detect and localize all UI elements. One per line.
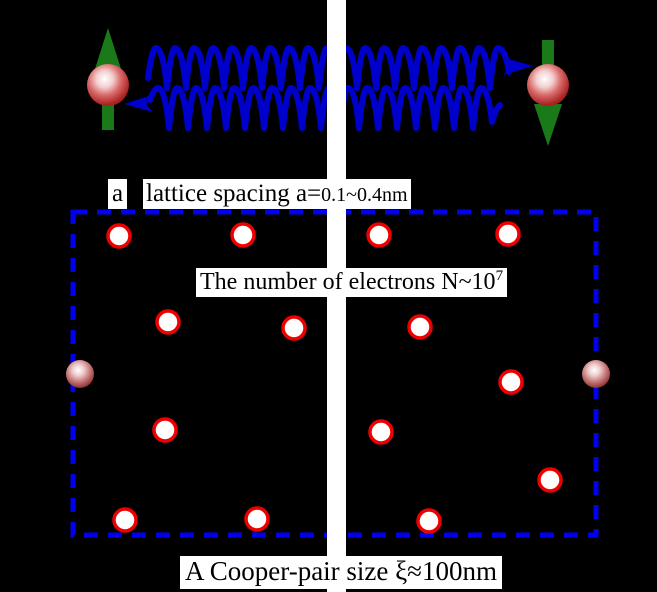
lattice-spacing-label: lattice spacing a=0.1~0.4nm [143,179,411,209]
electron-sphere-right [527,64,569,106]
lattice-ion [281,315,307,341]
phonon-wave-lower [124,85,503,131]
electron-number-label: The number of electrons N~107 [196,268,508,297]
lattice-ion [112,507,138,533]
lattice-ion [155,309,181,335]
lattice-spacing-value: 0.1~0.4nm [321,184,408,206]
electron-sphere-left [87,64,129,106]
lattice-ion [495,221,521,247]
lattice-ion [230,222,256,248]
cooper-electron-left [66,360,94,388]
electron-number-exponent: 7 [495,268,504,284]
figure-caption: A Cooper-pair size ξ≈100nm [180,556,503,589]
lattice-ion [537,467,563,493]
lattice-ion [407,314,433,340]
lattice-ion [498,369,524,395]
cooper-electron-right [582,360,610,388]
electron-number-text: The number of electrons N~10 [200,269,496,295]
lattice-ion [106,223,132,249]
lattice-ion [366,222,392,248]
lattice-constant-symbol: a [108,179,128,209]
lattice-ion [416,508,442,534]
lattice-ion [244,506,270,532]
lattice-ion [368,419,394,445]
lattice-spacing-text: lattice spacing a= [146,180,322,207]
lattice-ion-group [106,221,563,534]
lattice-ion [152,417,178,443]
